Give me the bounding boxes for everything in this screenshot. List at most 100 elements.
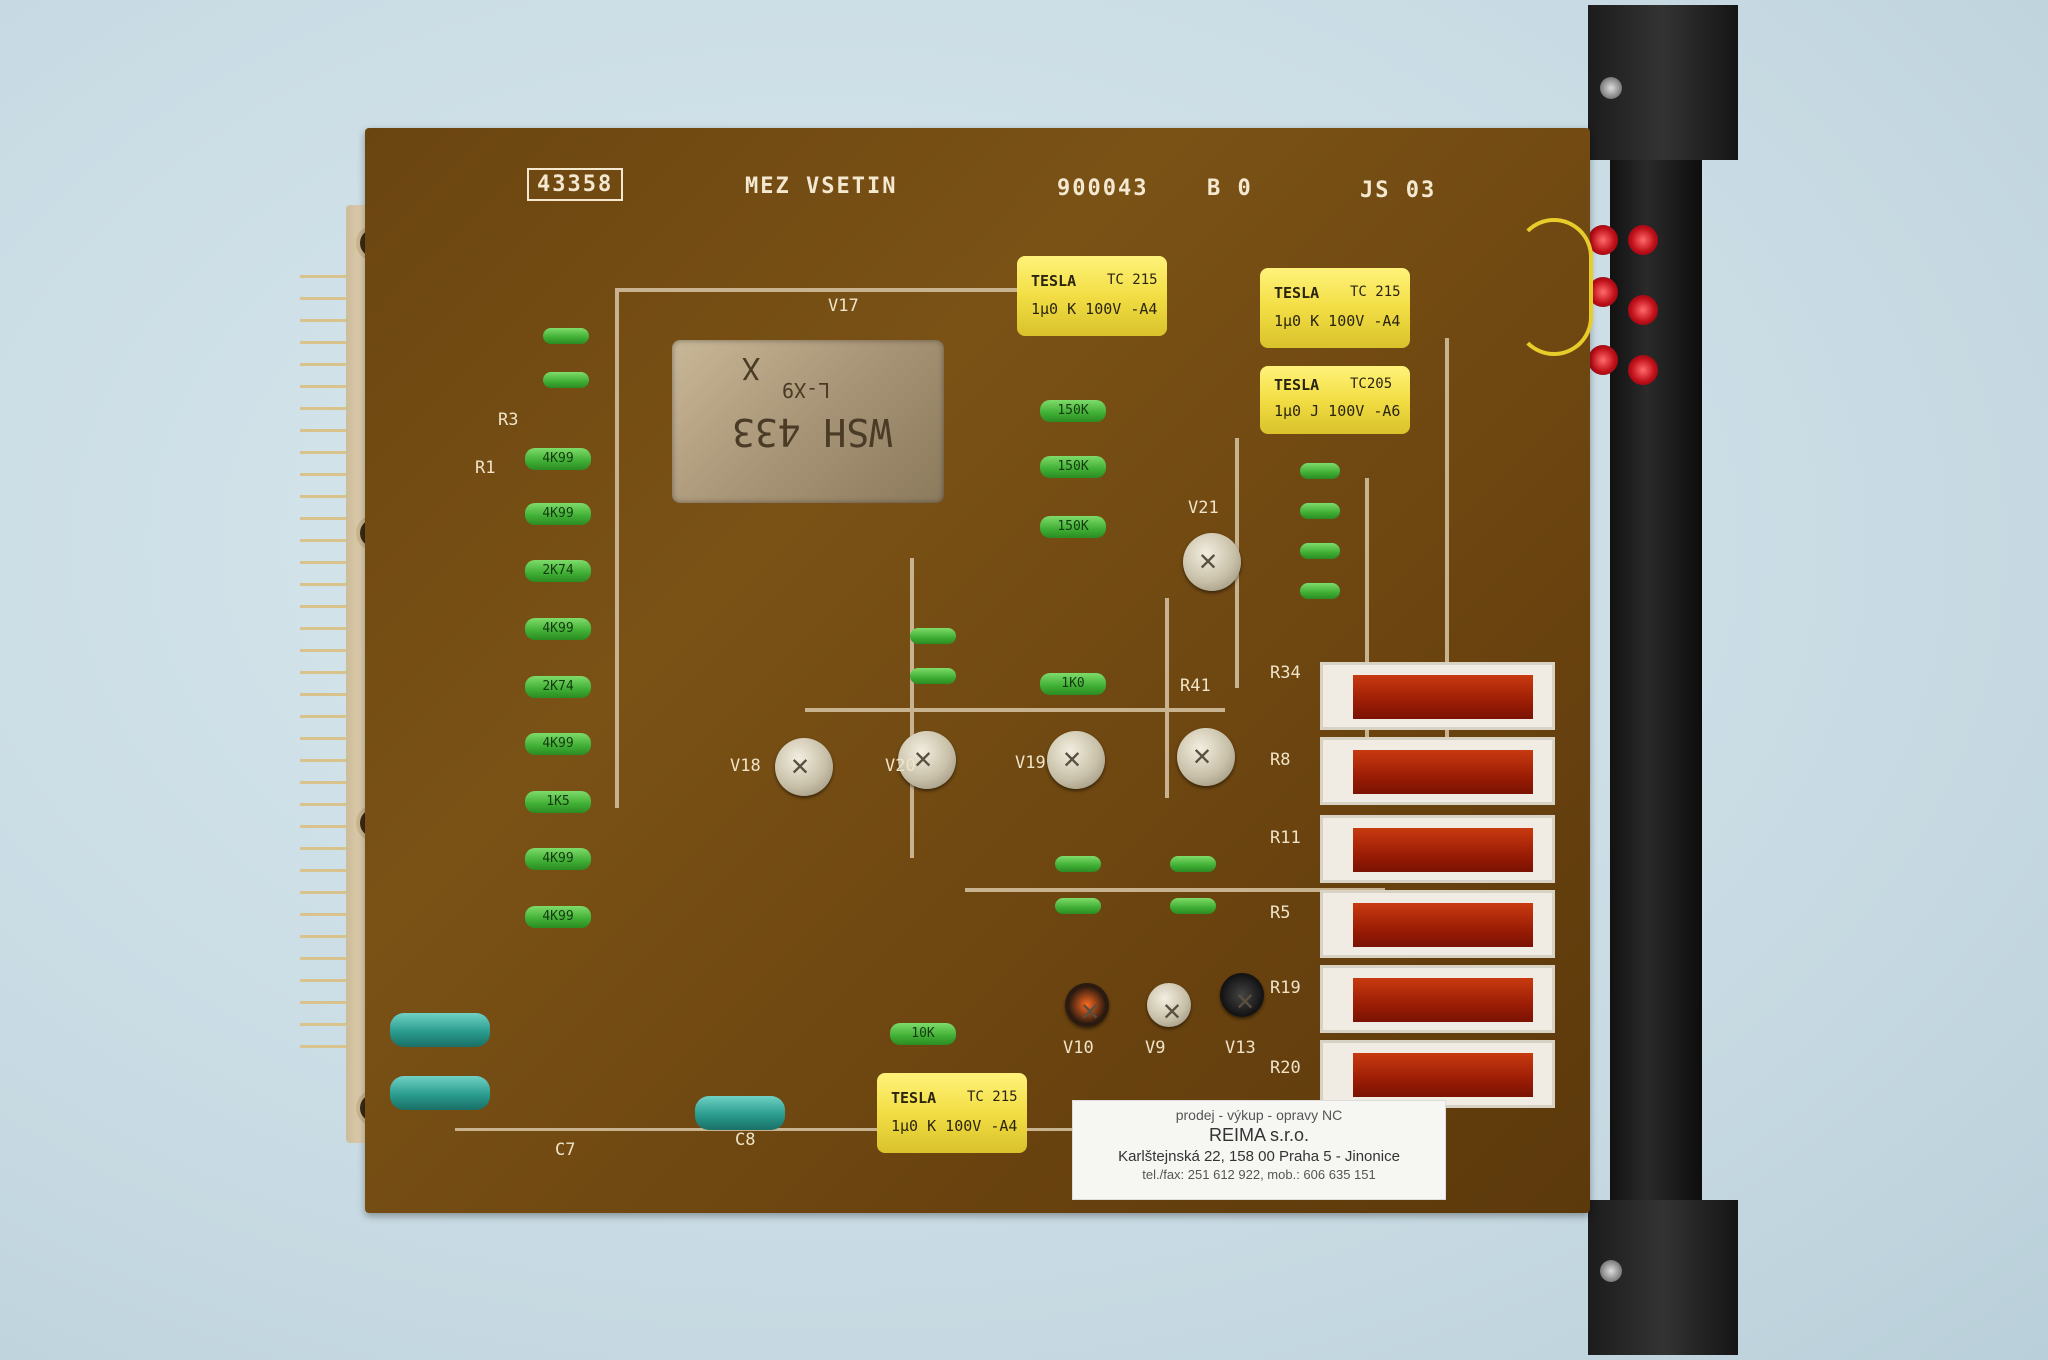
silk-label: R5 bbox=[1270, 903, 1291, 923]
capacitor-type: TC 215 bbox=[1107, 272, 1158, 288]
silk-label: V13 bbox=[1225, 1038, 1256, 1058]
trace bbox=[805, 708, 1225, 712]
test-socket[interactable] bbox=[1588, 225, 1618, 255]
connector-pin bbox=[300, 825, 348, 828]
connector-pin bbox=[300, 803, 348, 806]
test-socket[interactable] bbox=[1628, 225, 1658, 255]
silk-label: R19 bbox=[1270, 978, 1301, 998]
connector-pin bbox=[300, 957, 348, 960]
silk-label: R1 bbox=[475, 458, 496, 478]
relay-sublabel: L-X9 bbox=[782, 378, 831, 402]
transistor-v9 bbox=[1147, 983, 1191, 1028]
silk-label: R8 bbox=[1270, 750, 1291, 770]
test-socket[interactable] bbox=[1588, 277, 1618, 307]
resistor: 2K74 bbox=[525, 560, 591, 582]
resistor: 150K bbox=[1040, 400, 1106, 422]
indicator-led bbox=[1320, 890, 1555, 958]
capacitor-c4: TESLA TC 215 1μ0 K 100V -A4 bbox=[877, 1073, 1027, 1153]
electrolytic-capacitor bbox=[695, 1096, 785, 1130]
silk-label: R20 bbox=[1270, 1058, 1301, 1078]
capacitor-type: TC 215 bbox=[1350, 284, 1401, 300]
resistor: 4K99 bbox=[525, 503, 591, 525]
electrolytic-capacitor bbox=[390, 1013, 490, 1047]
resistor: 2K74 bbox=[525, 676, 591, 698]
connector-pin bbox=[300, 649, 348, 652]
connector-pin bbox=[300, 913, 348, 916]
trace bbox=[615, 288, 619, 808]
connector-pin bbox=[300, 473, 348, 476]
connector-pin bbox=[300, 407, 348, 410]
capacitor-brand: TESLA bbox=[891, 1089, 937, 1107]
sticker-line-1: prodej - výkup - opravy NC bbox=[1175, 1107, 1343, 1123]
silk-label: R34 bbox=[1270, 663, 1301, 683]
indicator-led bbox=[1320, 1040, 1555, 1108]
resistor: 150K bbox=[1040, 516, 1106, 538]
silk-label: V20 bbox=[885, 756, 916, 776]
silk-label: C7 bbox=[555, 1140, 576, 1160]
connector-pin bbox=[300, 561, 348, 564]
bottom-screw bbox=[1600, 1260, 1622, 1282]
trace bbox=[1365, 478, 1369, 778]
resistor bbox=[543, 372, 589, 388]
capacitor-rating: 1μ0 J 100V -A6 bbox=[1274, 402, 1401, 420]
connector-pin bbox=[300, 935, 348, 938]
trace bbox=[1445, 338, 1449, 758]
indicator-led bbox=[1320, 815, 1555, 883]
trace bbox=[615, 288, 1075, 292]
transistor-v10 bbox=[1065, 983, 1109, 1028]
resistor bbox=[1170, 856, 1216, 872]
resistor: 10K bbox=[890, 1023, 956, 1045]
transistor-v18 bbox=[775, 738, 833, 796]
connector-pin bbox=[300, 737, 348, 740]
capacitor-brand: TESLA bbox=[1031, 272, 1077, 290]
resistor bbox=[543, 328, 589, 344]
connector-pin bbox=[300, 297, 348, 300]
transistor-v13 bbox=[1220, 973, 1264, 1018]
connector-pin bbox=[300, 1045, 348, 1048]
connector-pin bbox=[300, 781, 348, 784]
resistor bbox=[910, 628, 956, 644]
connector-pin bbox=[300, 583, 348, 586]
test-socket[interactable] bbox=[1588, 345, 1618, 375]
sticker-company: REIMA s.r.o. bbox=[1208, 1125, 1310, 1145]
connector-pin bbox=[300, 319, 348, 322]
connector-pin bbox=[300, 869, 348, 872]
capacitor-c2: TESLA TC 215 1μ0 K 100V -A4 bbox=[1260, 268, 1410, 348]
front-panel-bar bbox=[1610, 5, 1702, 1355]
test-socket[interactable] bbox=[1628, 295, 1658, 325]
resistor: 1K0 bbox=[1040, 673, 1106, 695]
connector-pin bbox=[300, 1023, 348, 1026]
silk-label: V21 bbox=[1188, 498, 1219, 518]
resistor bbox=[1055, 898, 1101, 914]
silk-label: V10 bbox=[1063, 1038, 1094, 1058]
transistor-v22 bbox=[1177, 728, 1235, 786]
connector-pin bbox=[300, 671, 348, 674]
resistor bbox=[1300, 583, 1340, 599]
capacitor-rating: 1μ0 K 100V -A4 bbox=[1031, 300, 1158, 318]
silk-label: R3 bbox=[498, 410, 519, 430]
connector-pin bbox=[300, 429, 348, 432]
trace bbox=[1165, 598, 1169, 798]
test-socket[interactable] bbox=[1628, 355, 1658, 385]
capacitor-brand: TESLA bbox=[1274, 284, 1320, 302]
connector-pin bbox=[300, 539, 348, 542]
front-panel-bracket bbox=[1588, 5, 1738, 1355]
resistor: 4K99 bbox=[525, 733, 591, 755]
resistor bbox=[910, 668, 956, 684]
trace bbox=[455, 1128, 1255, 1131]
capacitor-c3: TESLA TC205 1μ0 J 100V -A6 bbox=[1260, 366, 1410, 434]
connector-pin bbox=[300, 891, 348, 894]
electrolytic-capacitor bbox=[390, 1076, 490, 1110]
board-part-number: 43358 bbox=[527, 168, 624, 201]
resistor: 4K99 bbox=[525, 618, 591, 640]
connector-pin bbox=[300, 605, 348, 608]
relay-label: WSH 433 bbox=[732, 410, 893, 454]
silk-label: V18 bbox=[730, 756, 761, 776]
relay-mark: X bbox=[742, 350, 761, 385]
connector-pin bbox=[300, 693, 348, 696]
connector-pin bbox=[300, 385, 348, 388]
board-series: JS 03 bbox=[1360, 178, 1437, 203]
silk-label: R11 bbox=[1270, 828, 1301, 848]
sticker-phone: tel./fax: 251 612 922, mob.: 606 635 151 bbox=[1142, 1167, 1376, 1182]
top-screw bbox=[1600, 77, 1622, 99]
